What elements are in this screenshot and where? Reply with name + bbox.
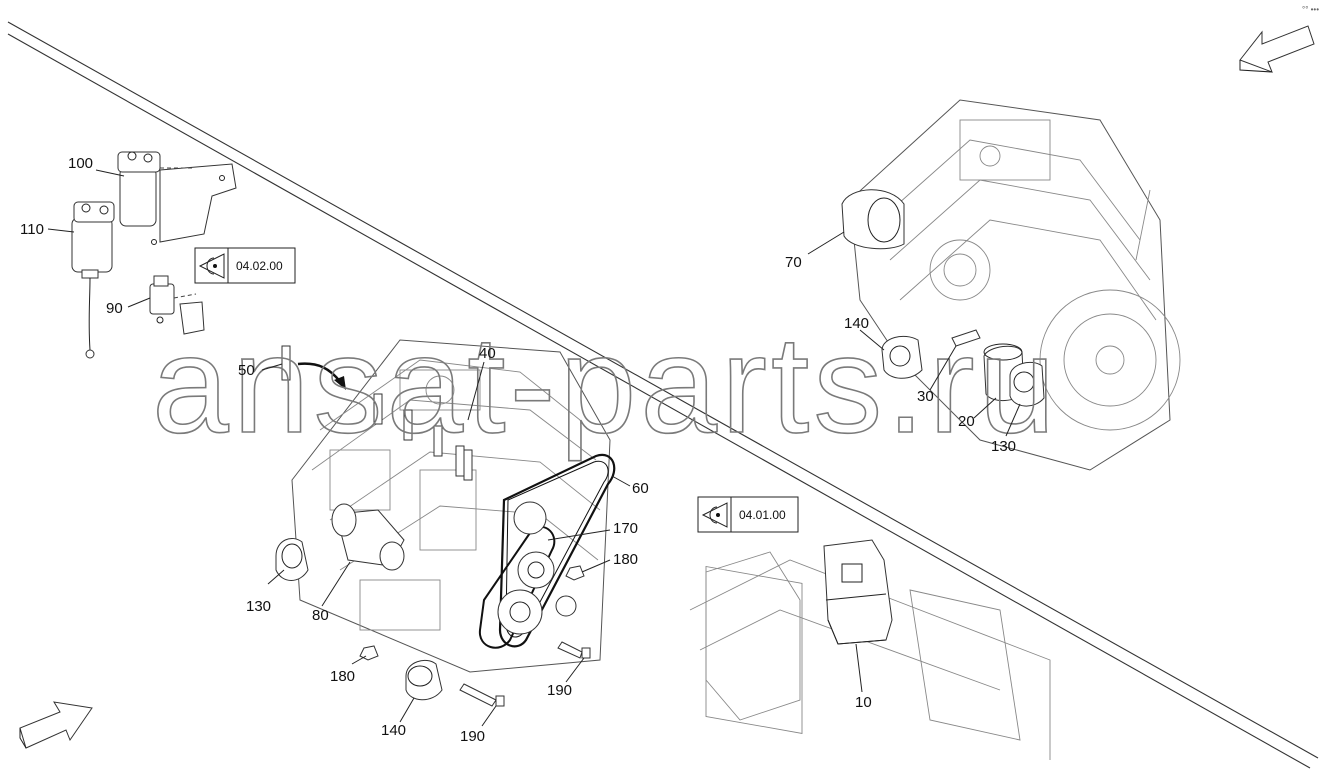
callout-40: 40 (479, 345, 496, 362)
callout-130-right: 130 (991, 438, 1016, 455)
callout-60: 60 (632, 480, 649, 497)
section-divider (7, 21, 1319, 769)
callout-140-right: 140 (844, 315, 869, 332)
watermark-text: ansat-parts.ru (152, 308, 1059, 462)
callout-20: 20 (958, 413, 975, 430)
direction-arrow-icon-bottom-left (19, 701, 93, 749)
callout-110: 110 (20, 221, 44, 238)
callout-labels: 100 110 90 50 40 60 170 180 130 80 180 1… (20, 155, 1016, 745)
callout-80: 80 (312, 607, 329, 624)
callout-190-bottom: 190 (460, 728, 485, 745)
view-ref-label: 04.02.00 (236, 259, 283, 273)
callout-50: 50 (238, 362, 255, 379)
callout-90: 90 (106, 300, 123, 317)
callout-130-left: 130 (246, 598, 271, 615)
callout-10: 10 (855, 694, 872, 711)
callout-180-right: 180 (613, 551, 638, 568)
callout-140-bottom: 140 (381, 722, 406, 739)
callout-190-right: 190 (547, 682, 572, 699)
callout-30: 30 (917, 388, 934, 405)
engine-front-view (275, 339, 616, 707)
corner-mark: °° ••• (1302, 5, 1319, 14)
callout-170: 170 (613, 520, 638, 537)
fuel-filter-group (71, 151, 237, 359)
callout-100: 100 (68, 155, 93, 172)
engine-rear-view (841, 99, 1181, 471)
ecu-group (689, 539, 1051, 760)
view-ref-label: 04.01.00 (739, 508, 786, 522)
callout-180-bottom: 180 (330, 668, 355, 685)
eye-icon (701, 502, 728, 528)
view-ref-04-02-00[interactable]: 04.02.00 (194, 247, 296, 284)
leader-lines (47, 169, 1021, 727)
eye-icon (198, 253, 225, 279)
view-ref-04-01-00[interactable]: 04.01.00 (697, 496, 799, 533)
callout-70: 70 (785, 254, 802, 271)
direction-arrow-icon-top-right (1239, 25, 1315, 73)
